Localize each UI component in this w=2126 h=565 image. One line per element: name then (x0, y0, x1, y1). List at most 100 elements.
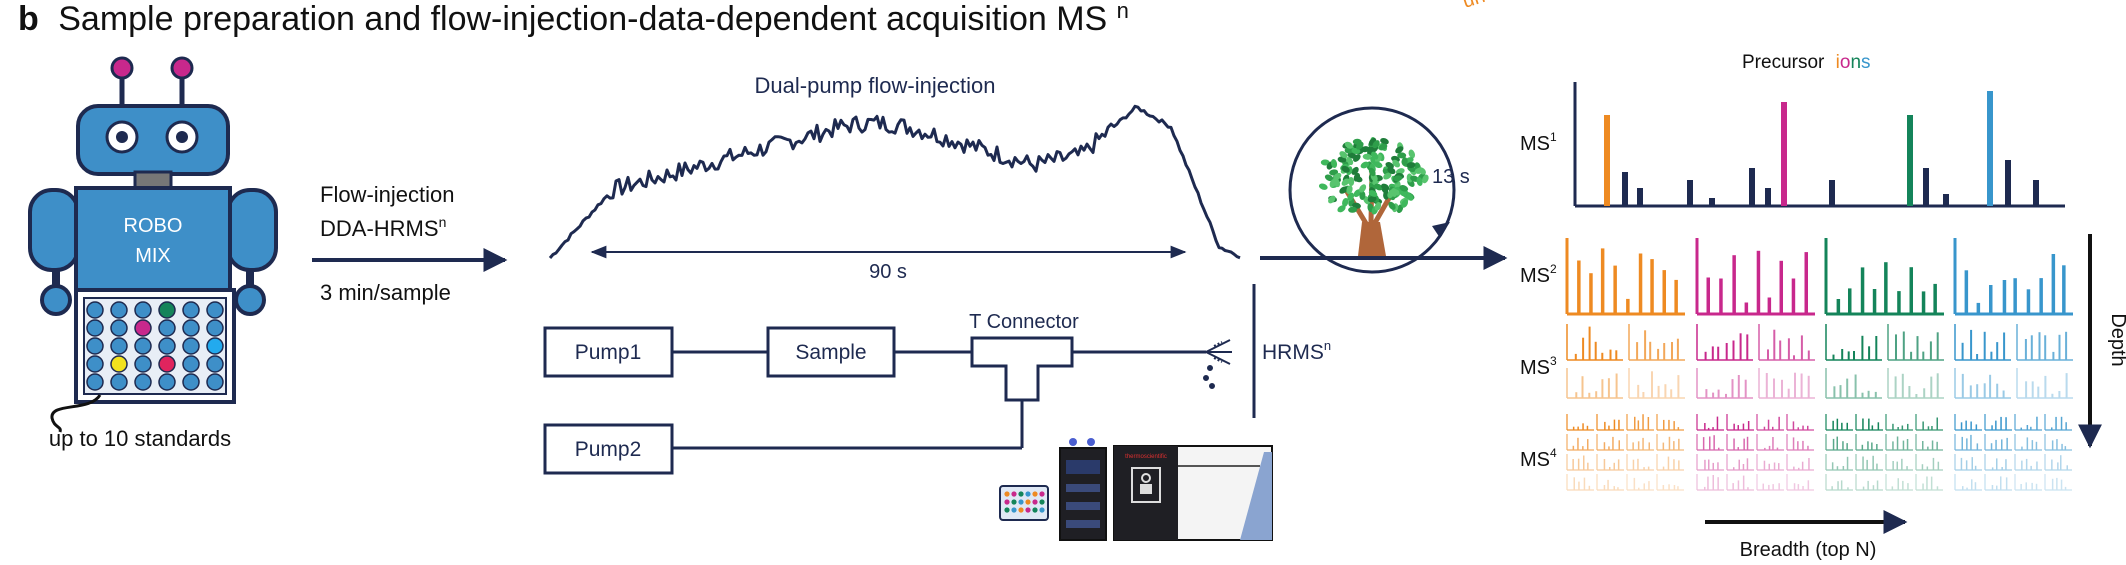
panel-title-text: Sample preparation and flow-injection-da… (58, 0, 1107, 38)
mini-plate-well (1004, 491, 1010, 497)
mini-plate-well (1032, 499, 1038, 505)
mini-plate-well (1011, 491, 1017, 497)
ms4-label: MS4 (1520, 446, 1557, 471)
mini-spectrum (1726, 434, 1754, 451)
panel-title: b Sample preparation and flow-injection-… (18, 0, 1129, 38)
standards-label: up to 10 standards (49, 426, 231, 451)
robot-illustration: ROBO MIX up to 10 standards (28, 56, 278, 451)
plate-well (206, 301, 224, 319)
mini-spectrum (1953, 238, 2073, 316)
mini-spectrum (1756, 434, 1784, 451)
mini-spectrum (1855, 414, 1883, 431)
precursor-ions-label: Precursor ions (1742, 52, 1871, 73)
mini-spectrum (1596, 474, 1624, 491)
plate-well (86, 301, 104, 319)
mini-spectrum (1885, 454, 1913, 471)
mini-spectrum (1885, 414, 1913, 431)
plate-well (86, 337, 104, 355)
mini-plate-well (1032, 491, 1038, 497)
mini-spectrum (1855, 434, 1883, 451)
mini-spectrum (1885, 474, 1913, 491)
breadth-label: Breadth (top N) (1740, 539, 1877, 561)
mini-spectrum (1656, 474, 1684, 491)
mini-spectrum (1786, 434, 1814, 451)
t-connector-label: T Connector (969, 311, 1079, 333)
mini-spectrum (1726, 474, 1754, 491)
mini-plate-well (1018, 491, 1024, 497)
mini-plate-well (1039, 507, 1045, 513)
mini-spectrum (1954, 414, 1982, 431)
pump1-label: Pump1 (575, 341, 642, 364)
mini-spectrum (1954, 368, 2011, 399)
well-grid (86, 301, 224, 391)
mini-plate-well (1018, 507, 1024, 513)
mini-spectrum (1695, 238, 1815, 316)
spectra-grid (1565, 82, 2073, 491)
mini-spectrum (1656, 434, 1684, 451)
plate-well (134, 373, 152, 391)
mini-plate-well (1025, 499, 1031, 505)
plate-well (86, 373, 104, 391)
mini-spectrum (1758, 368, 1815, 399)
electrospray-icon (1203, 339, 1232, 389)
ms1-peak (1749, 168, 1755, 206)
instrument-brand: thermoscientific (1125, 454, 1167, 460)
plate-well (110, 337, 128, 355)
plate-well (134, 337, 152, 355)
mini-spectrum (1756, 454, 1784, 471)
corner-fragment: un (1460, 0, 1488, 13)
ms1-peak (1709, 198, 1715, 206)
mini-spectrum (2014, 454, 2042, 471)
mini-spectrum (1758, 324, 1815, 361)
mini-spectrum (1656, 414, 1684, 431)
mini-spectrum (1696, 414, 1724, 431)
mini-spectrum (1566, 454, 1594, 471)
mini-spectrum (1786, 454, 1814, 471)
ms1-peak (1637, 188, 1643, 206)
instrument-setup (672, 284, 1256, 450)
mini-spectrum (1566, 368, 1623, 399)
mini-spectrum (1855, 474, 1883, 491)
mini-spectrum (1696, 454, 1724, 471)
mini-spectrum (1756, 414, 1784, 431)
mini-plate-well (1011, 499, 1017, 505)
mini-spectrum (1628, 368, 1685, 399)
mini-spectrum (1756, 474, 1784, 491)
ms1-peak (1907, 115, 1913, 206)
mini-spectrum (1656, 454, 1684, 471)
plate-well (110, 301, 128, 319)
mini-spectrum (1696, 474, 1724, 491)
mini-plate-well (1032, 507, 1038, 513)
sample-box (766, 326, 896, 378)
panel-letter: b (18, 0, 39, 38)
mini-plate-well (1025, 491, 1031, 497)
plate-well (182, 337, 200, 355)
mini-spectrum (1825, 414, 1853, 431)
mini-spectrum (2044, 434, 2072, 451)
plate-well (182, 301, 200, 319)
mini-spectrum (1696, 324, 1753, 361)
mini-spectrum (1596, 454, 1624, 471)
mini-spectrum (1825, 474, 1853, 491)
mini-spectrum (1786, 474, 1814, 491)
mini-spectrum (1626, 474, 1654, 491)
mini-spectrum (1825, 324, 1882, 361)
mini-spectrum (1626, 414, 1654, 431)
mini-plate-well (1018, 499, 1024, 505)
plate-well (206, 355, 224, 373)
plate-well (158, 301, 176, 319)
mini-spectrum (2016, 368, 2073, 399)
depth-label: Depth (2107, 313, 2126, 366)
mini-spectrum (1628, 324, 1685, 361)
robot-screen-line1: ROBO (124, 215, 183, 237)
mini-spectrum (1825, 368, 1882, 399)
plate-well (182, 355, 200, 373)
mini-spectrum (2014, 434, 2042, 451)
ms1-peak (1604, 115, 1610, 206)
ms1-peak (1829, 180, 1835, 206)
ms2-label: MS2 (1520, 262, 1557, 287)
mini-spectrum (1915, 474, 1943, 491)
method-line1: Flow-injection (320, 182, 455, 207)
plate-well (158, 355, 176, 373)
